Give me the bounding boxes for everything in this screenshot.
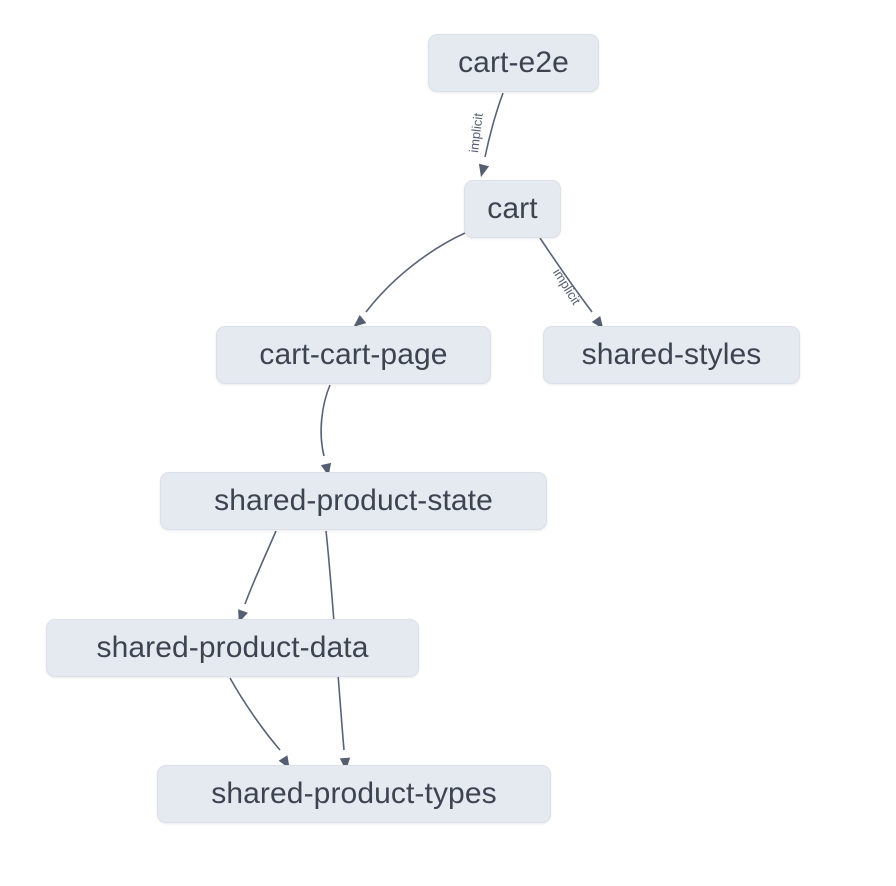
node-shared-product-types[interactable]: shared-product-types (157, 765, 551, 823)
arrow-into-cart (478, 163, 490, 178)
node-cart-e2e[interactable]: cart-e2e (428, 34, 599, 92)
node-shared-product-data[interactable]: shared-product-data (46, 619, 419, 677)
edge-data-to-types (229, 677, 281, 751)
node-label-shared-product-data: shared-product-data (96, 631, 369, 664)
node-label-cart-e2e: cart-e2e (458, 46, 569, 79)
node-label-shared-product-state: shared-product-state (214, 484, 493, 517)
node-label-cart: cart (487, 192, 538, 225)
edge-cart-e2e-to-cart (484, 92, 504, 158)
edge-label-cart-to-shared-styles: implicit (550, 266, 584, 308)
node-cart[interactable]: cart (464, 180, 561, 238)
edge-state-to-data (244, 530, 277, 605)
node-label-shared-product-types: shared-product-types (211, 777, 497, 810)
node-shared-product-state[interactable]: shared-product-state (160, 472, 547, 530)
edge-label-cart-e2e-to-cart: implicit (466, 112, 486, 154)
node-label-shared-styles: shared-styles (581, 338, 762, 371)
edge-cart-to-shared-styles (539, 237, 593, 313)
edge-cart-to-cart-cart-page (365, 232, 466, 313)
node-shared-styles[interactable]: shared-styles (543, 326, 800, 384)
node-cart-cart-page[interactable]: cart-cart-page (216, 326, 491, 384)
node-label-cart-cart-page: cart-cart-page (259, 338, 448, 371)
edge-cart-cart-page-to-shared-product-state (320, 384, 331, 457)
